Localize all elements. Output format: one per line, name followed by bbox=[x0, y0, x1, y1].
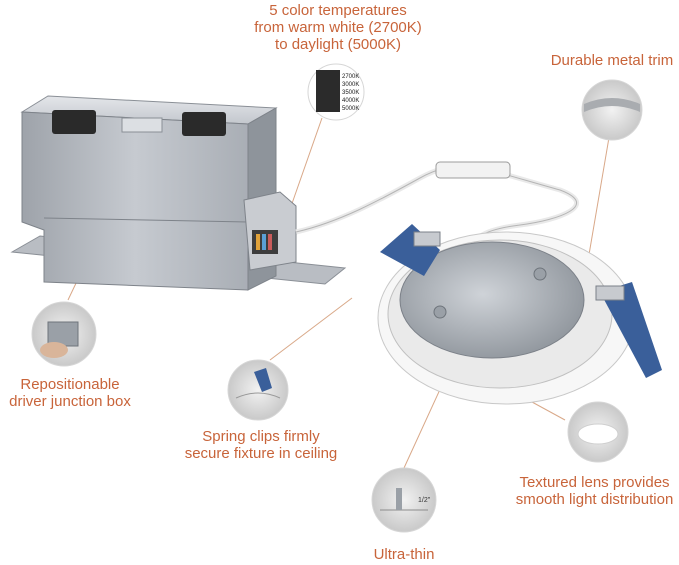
color-temperatures-callout: 5 color temperatures from warm white (27… bbox=[238, 2, 438, 53]
thickness-label: 1/2" bbox=[418, 497, 431, 504]
spring-clip-right bbox=[600, 282, 662, 378]
metal-trim-inset bbox=[581, 79, 643, 141]
cct-label-3500k: 3500K bbox=[342, 90, 359, 96]
color-temps-line-3: to daylight (5000K) bbox=[275, 36, 401, 53]
cable-connector bbox=[435, 161, 511, 179]
lens-inset bbox=[567, 401, 629, 463]
color-temps-line-1: 5 color temperatures bbox=[269, 2, 407, 19]
spring-clips-callout: Spring clips firmly secure fixture in ce… bbox=[176, 428, 346, 462]
junction-box-line-1: Repositionable bbox=[20, 376, 120, 393]
ultra-thin-callout: Ultra-thin bbox=[354, 546, 454, 563]
cct-label-4000k: 4000K bbox=[342, 98, 359, 104]
spring-clips-line-2: secure fixture in ceiling bbox=[184, 445, 338, 462]
cct-label-2700k: 2700K bbox=[342, 74, 359, 80]
ultra-thin-inset: 1/2" bbox=[371, 467, 437, 533]
color-temps-line-2: from warm white (2700K) bbox=[254, 19, 422, 36]
lens-callout: Textured lens provides smooth light dist… bbox=[510, 474, 679, 508]
cct-label-3000k: 3000K bbox=[342, 82, 359, 88]
cct-switch-inset: 2700K 3000K 3500K 4000K 5000K bbox=[307, 63, 365, 121]
lens-line-2: smooth light distribution bbox=[515, 491, 674, 508]
spring-clip-inset bbox=[227, 359, 289, 421]
metal-trim-label: Durable metal trim bbox=[550, 52, 674, 69]
junction-box-line-2: driver junction box bbox=[9, 393, 131, 410]
ultra-thin-label: Ultra-thin bbox=[373, 546, 435, 563]
junction-box-inset bbox=[31, 301, 97, 367]
lens-line-1: Textured lens provides bbox=[519, 474, 670, 491]
downlight-fixture bbox=[377, 224, 662, 405]
junction-box-callout: Repositionable driver junction box bbox=[0, 376, 140, 410]
junction-box bbox=[10, 95, 347, 291]
cct-label-5000k: 5000K bbox=[342, 106, 359, 112]
metal-trim-callout: Durable metal trim bbox=[545, 52, 679, 69]
spring-clips-line-1: Spring clips firmly bbox=[202, 428, 320, 445]
